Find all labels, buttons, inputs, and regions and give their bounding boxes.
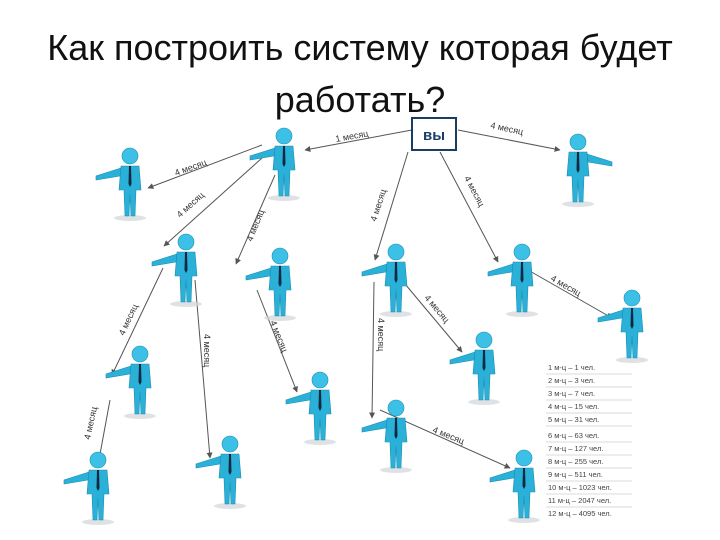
person-k [63,451,115,526]
edge-you-to-c [373,151,409,261]
stat-row-3: 3 м-ц – 7 чел. [548,389,595,398]
edge-label-c-m: 4 месяц [422,293,451,325]
edge-you-to-a [304,129,413,152]
you-label: вы [423,127,445,144]
stat-row-6: 6 м-ц – 63 чел. [548,431,599,440]
stat-row-4: 4 м-ц – 15 чел. [548,402,599,411]
person-c [361,243,413,318]
edge-label-d-o: 4 месяц [549,273,583,298]
edge-c-to-l [369,281,376,419]
person-m [449,331,501,406]
edge-d-to-o [527,269,613,319]
edge-a-to-g [235,174,276,265]
edge-g-to-j [256,289,298,393]
edge-label-a-f: 4 месяц [175,190,206,220]
stat-row-8: 8 м-ц – 255 чел. [548,457,603,466]
person-d [487,243,539,318]
edge-f-to-h [111,267,164,376]
edge-label-f-h: 4 месяц [117,302,140,336]
person-i [195,435,247,510]
person-l [361,399,413,474]
edge-label-a-g: 4 месяц [245,208,267,243]
edge-a-to-e [147,144,263,189]
stat-row-9: 9 м-ц – 511 чел. [548,470,603,479]
edge-you-to-b [457,129,561,152]
person-g [245,247,297,322]
title-line-1: Как построить систему которая будет [47,27,673,68]
edge-label-l-n: 4 месяц [431,425,466,447]
title-line-2: работать? [274,79,446,120]
stat-row-11: 11 м-ц – 2047 чел. [548,496,611,505]
edge-labels: 1 месяц 4 месяц 4 месяц 4 месяц 4 месяц … [82,120,583,446]
person-f [151,233,203,308]
person-h [105,345,157,420]
edge-label-you-c: 4 месяц [368,188,388,223]
person-o [597,289,649,364]
stat-row-1: 1 м-ц – 1 чел. [548,363,595,372]
stat-row-12: 12 м-ц – 4095 чел. [548,509,612,518]
stat-row-5: 5 м-ц – 31 чел. [548,415,599,424]
edge-label-g-j: 4 месяц [268,319,290,354]
edges [96,129,613,469]
stat-row-7: 7 м-ц – 127 чел. [548,444,603,453]
edge-label-you-d: 4 месяц [462,174,486,208]
edge-label-you-b: 4 месяц [490,120,525,137]
you-node: вы [411,117,457,151]
edge-label-a-e: 4 месяц [173,157,208,178]
growth-table: 1 м-ц – 1 чел. 2 м-ц – 3 чел. 3 м-ц – 7 … [546,363,632,518]
edge-label-c-l: 4 месяц [376,318,386,351]
stat-row-10: 10 м-ц – 1023 чел. [548,483,612,492]
person-b [561,133,613,208]
page-title: Как построить систему которая будет рабо… [0,22,720,126]
edge-f-to-i [194,279,213,459]
edge-label-f-i: 4 месяц [202,334,212,367]
edge-you-to-d [439,151,499,263]
edge-c-to-m [399,277,463,353]
stat-row-2: 2 м-ц – 3 чел. [548,376,595,385]
person-a [249,127,301,202]
edge-a-to-f [163,157,263,247]
you-box [411,117,457,151]
person-e [95,147,147,222]
person-n [489,449,541,524]
edge-label-h-k: 4 месяц [82,406,99,441]
